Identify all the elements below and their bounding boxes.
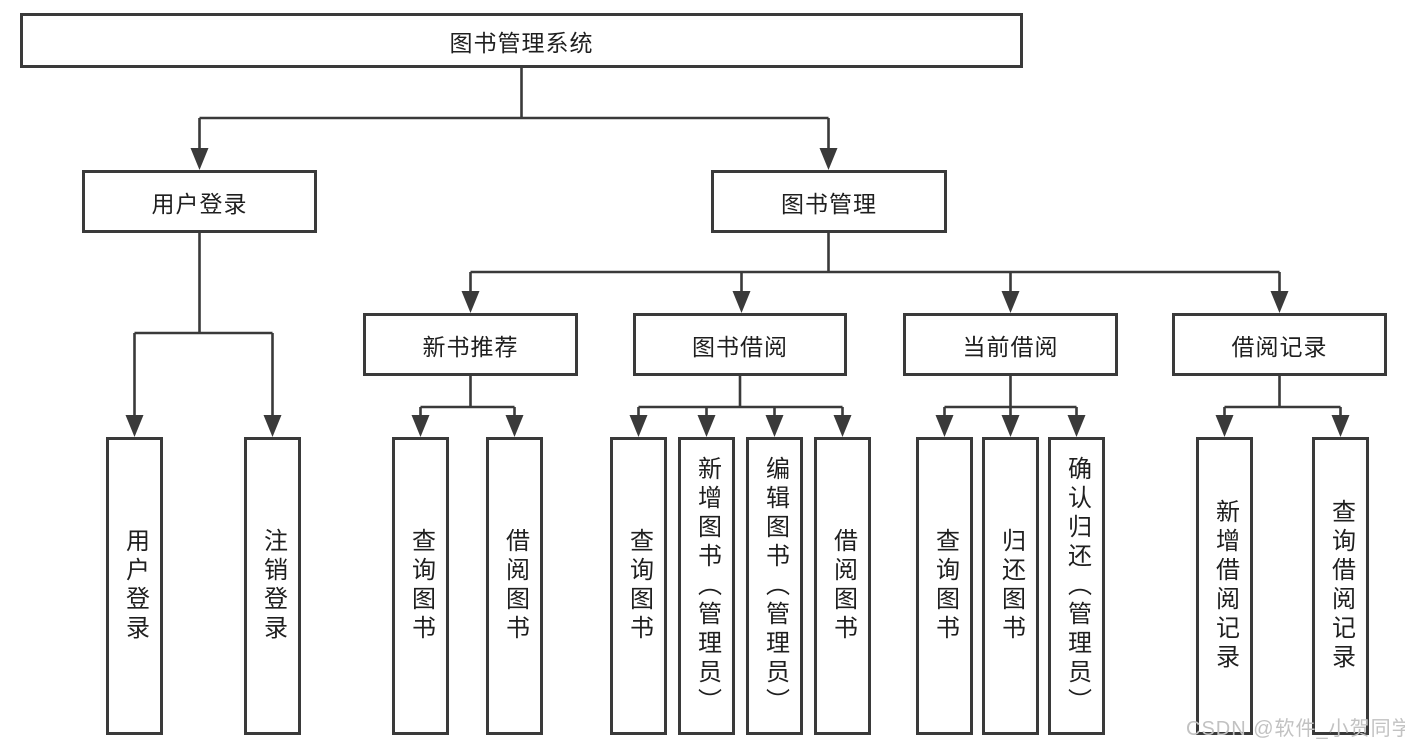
leaf-edit-book-admin: 编辑图书（管理员）	[746, 437, 803, 735]
leaf-query-books-borrow: 查询图书	[610, 437, 667, 735]
leaf-logout: 注销登录	[244, 437, 301, 735]
node-root-library-system: 图书管理系统	[20, 13, 1023, 68]
node-user-login: 用户登录	[82, 170, 317, 233]
leaf-add-borrow-record: 新增借阅记录	[1196, 437, 1253, 735]
node-current-borrow: 当前借阅	[903, 313, 1118, 376]
node-book-management: 图书管理	[711, 170, 947, 233]
node-borrow-record: 借阅记录	[1172, 313, 1387, 376]
node-new-book-recommend: 新书推荐	[363, 313, 578, 376]
csdn-watermark: CSDN @软件_小贺同学	[1186, 718, 1405, 740]
leaf-query-borrow-record: 查询借阅记录	[1312, 437, 1369, 735]
leaf-confirm-return-admin: 确认归还（管理员）	[1048, 437, 1105, 735]
leaf-borrow-books-recommend: 借阅图书	[486, 437, 543, 735]
leaf-user-login: 用户登录	[106, 437, 163, 735]
node-book-borrow: 图书借阅	[633, 313, 847, 376]
leaf-borrow-books: 借阅图书	[814, 437, 871, 735]
leaf-query-books-recommend: 查询图书	[392, 437, 449, 735]
leaf-query-books-current: 查询图书	[916, 437, 973, 735]
leaf-return-book: 归还图书	[982, 437, 1039, 735]
leaf-add-book-admin: 新增图书（管理员）	[678, 437, 735, 735]
